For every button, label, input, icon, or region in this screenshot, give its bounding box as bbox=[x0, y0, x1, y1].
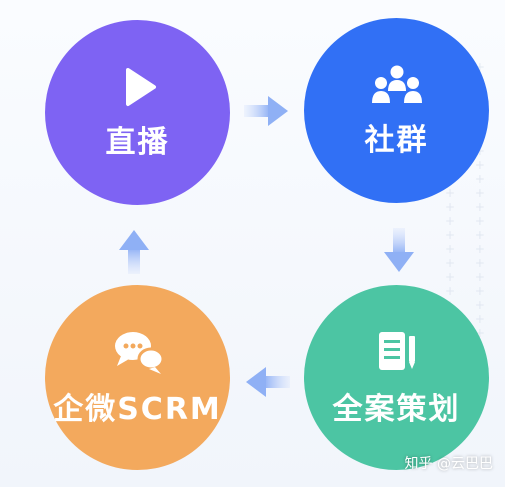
node-community: 社群 bbox=[304, 18, 489, 203]
arrow-plan-to-scrm bbox=[246, 367, 290, 397]
node-plan-label: 全案策划 bbox=[332, 391, 461, 427]
node-live: 直播 bbox=[45, 20, 230, 205]
chat-bubbles-icon bbox=[114, 331, 164, 374]
node-community-label: 社群 bbox=[364, 122, 429, 158]
node-scrm-label: 企微SCRM bbox=[53, 391, 222, 427]
document-pen-icon bbox=[378, 331, 415, 370]
node-live-label: 直播 bbox=[105, 124, 170, 160]
arrow-scrm-to-live bbox=[119, 230, 149, 274]
watermark: 知乎 @云巴巴 bbox=[404, 456, 493, 472]
node-scrm: 企微SCRM bbox=[45, 285, 230, 470]
play-icon bbox=[125, 67, 156, 106]
arrow-community-to-plan bbox=[384, 228, 414, 272]
people-group-icon bbox=[371, 65, 422, 103]
arrow-live-to-community bbox=[244, 96, 288, 126]
node-plan: 全案策划 bbox=[304, 285, 489, 470]
